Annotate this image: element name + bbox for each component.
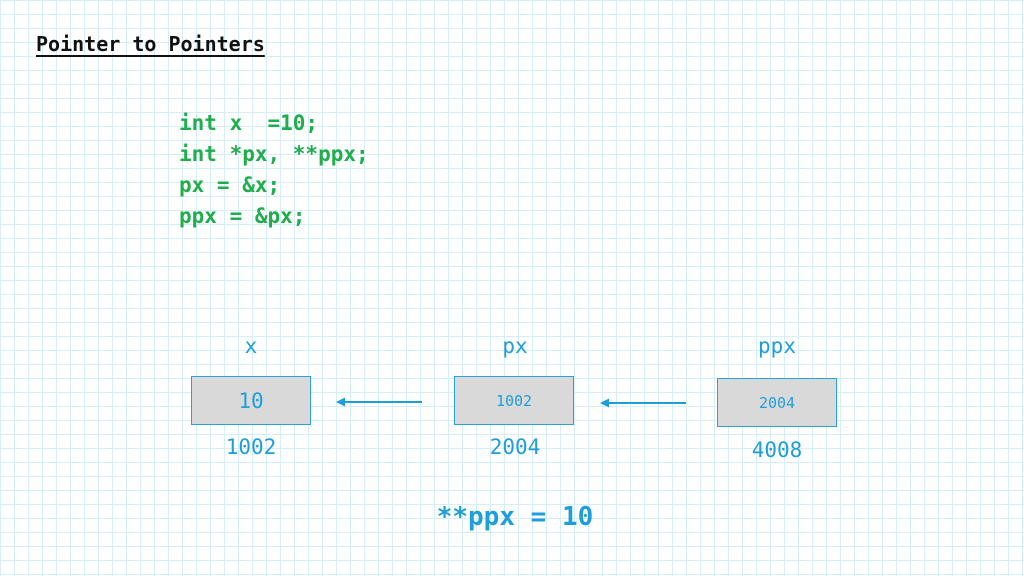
memory-cell-x: 10 [191,376,311,425]
memory-cell-ppx: 2004 [717,378,837,427]
page-title: Pointer to Pointers [36,32,265,56]
code-line: px = &x; [179,173,281,197]
result-expression: **ppx = 10 [436,502,594,532]
variable-name-ppx: ppx [758,334,796,358]
variable-name-px: px [502,334,528,358]
pointer-arrow-ppx-to-px [600,398,686,408]
variable-name-x: x [244,334,258,358]
memory-cell-px: 1002 [454,376,574,425]
address-label-x: 1002 [225,435,277,459]
address-label-ppx: 4008 [751,438,803,462]
code-line: int *px, **ppx; [179,142,369,166]
code-line: ppx = &px; [179,204,306,228]
code-line: int x =10; [179,111,319,135]
address-label-px: 2004 [489,435,541,459]
code-block: int x =10; int *px, **ppx; px = &x; ppx … [179,108,369,232]
pointer-arrow-px-to-x [336,397,422,407]
